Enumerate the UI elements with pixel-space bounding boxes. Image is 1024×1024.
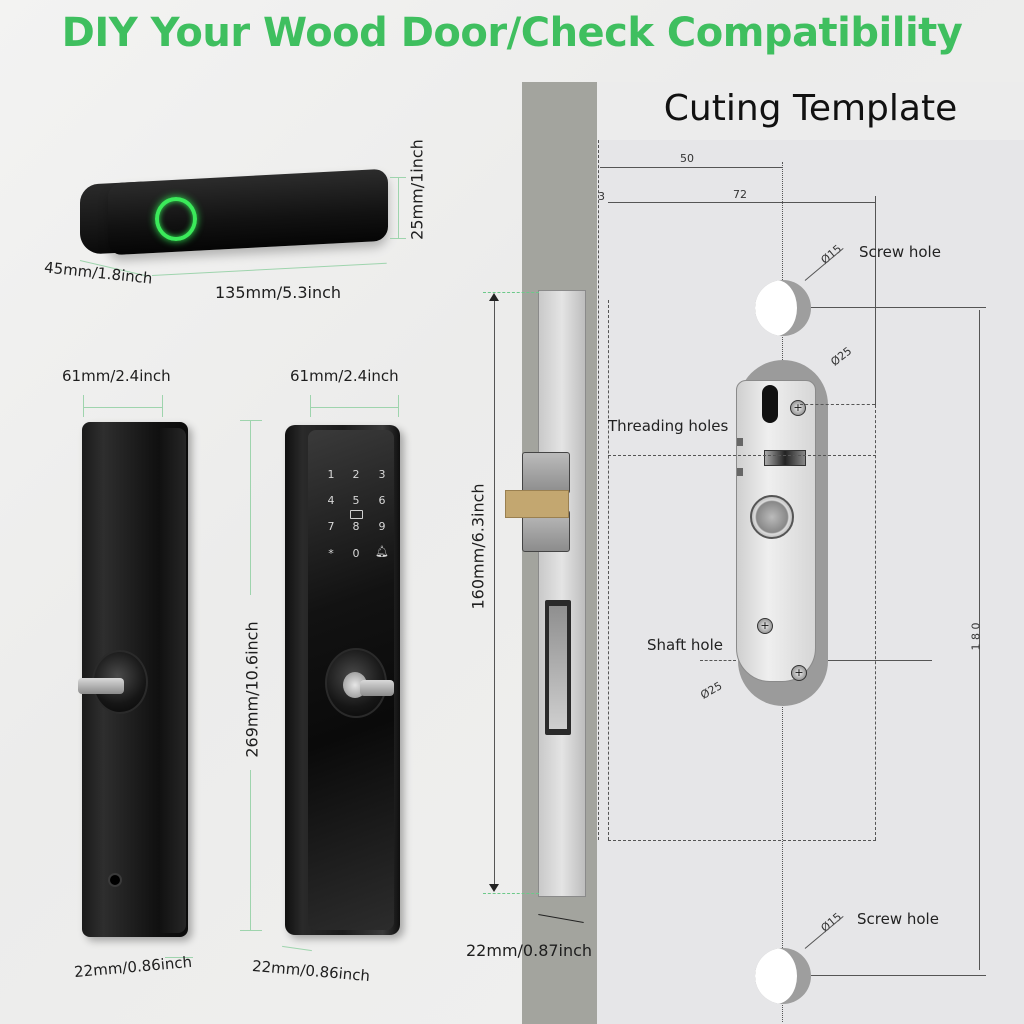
dim-72-extension bbox=[875, 196, 876, 406]
threading-ref-line bbox=[608, 455, 876, 456]
upper-slot bbox=[762, 385, 778, 423]
template-inner-edge bbox=[608, 300, 609, 840]
back-panel-width-label: 61mm/2.4inch bbox=[62, 367, 171, 385]
deadbolt bbox=[549, 606, 567, 729]
dim-50-label: 50 bbox=[680, 152, 694, 165]
mortise-height-label: 160mm/6.3inch bbox=[468, 483, 488, 610]
front-width-dim-line bbox=[310, 407, 398, 408]
dim-3-label: 3 bbox=[598, 190, 605, 203]
back-width-dim-line bbox=[83, 407, 162, 408]
key-8[interactable]: 8 bbox=[352, 520, 360, 533]
dim-tick bbox=[240, 930, 262, 931]
spindle-bar bbox=[360, 680, 394, 696]
dim-72-line bbox=[608, 202, 876, 203]
dim-tick bbox=[310, 395, 311, 417]
screw-icon: + bbox=[790, 400, 806, 416]
handle-height-label: 25mm/1inch bbox=[407, 139, 427, 240]
arrow-up-icon bbox=[489, 293, 499, 301]
screw-icon: + bbox=[757, 618, 773, 634]
key-6[interactable]: 6 bbox=[378, 494, 386, 507]
back-thickness-dim-line bbox=[165, 957, 193, 958]
screw-top-reference-line bbox=[811, 307, 986, 308]
front-thickness-dim-line bbox=[282, 945, 312, 952]
screw-bottom-reference-line bbox=[811, 975, 986, 976]
screw-hole-bottom bbox=[755, 948, 811, 1004]
screw-hole-bottom-label: Screw hole bbox=[857, 910, 939, 928]
page-title: DIY Your Wood Door/Check Compatibility bbox=[61, 10, 963, 56]
handle-depth-label: 45mm/1.8inch bbox=[43, 258, 154, 288]
threading-hole bbox=[737, 438, 743, 446]
key-1[interactable]: 1 bbox=[327, 468, 335, 481]
dim-tick bbox=[240, 420, 262, 421]
mortise-width-label: 22mm/0.87inch bbox=[466, 941, 593, 960]
key-7[interactable]: 7 bbox=[327, 520, 335, 533]
threading-holes-label: Threading holes bbox=[608, 417, 729, 435]
front-panel-thickness-label: 22mm/0.86inch bbox=[251, 956, 371, 986]
back-panel-side bbox=[160, 428, 186, 933]
key-9[interactable]: 9 bbox=[378, 520, 386, 533]
panel-height-dim-line-top bbox=[250, 420, 251, 595]
dim-tick bbox=[390, 177, 406, 178]
screw-hole-top-label: Screw hole bbox=[859, 243, 941, 261]
screw-hole-top bbox=[755, 280, 811, 336]
handle-length-label: 135mm/5.3inch bbox=[215, 283, 342, 302]
shaft-ref-line bbox=[828, 660, 932, 661]
key-4[interactable]: 4 bbox=[327, 494, 335, 507]
key-5[interactable]: 5 bbox=[352, 494, 360, 507]
screw-icon: + bbox=[791, 665, 807, 681]
dim-tick bbox=[483, 893, 539, 894]
template-edge-line bbox=[598, 140, 599, 840]
doorbell-icon[interactable]: 🔔︎ bbox=[375, 545, 389, 558]
mortise-faceplate bbox=[538, 290, 586, 897]
dash-ref bbox=[800, 404, 875, 405]
dim-180-label: 1 8 0 bbox=[969, 622, 983, 651]
height-dimension-line bbox=[398, 177, 399, 239]
panel-height-dim-line-bottom bbox=[250, 770, 251, 930]
dim-180-line bbox=[979, 310, 980, 970]
thumb-turn bbox=[78, 678, 124, 694]
dim-72-label: 72 bbox=[733, 188, 747, 201]
shaft-ref-dash bbox=[700, 660, 736, 661]
dim-tick bbox=[398, 395, 399, 417]
template-right-edge bbox=[875, 400, 876, 840]
latch-housing-upper bbox=[522, 452, 570, 494]
key-0[interactable]: 0 bbox=[352, 547, 360, 560]
key-star[interactable]: * bbox=[328, 547, 334, 560]
panel-height-label: 269mm/10.6inch bbox=[242, 621, 262, 758]
template-bottom-edge bbox=[608, 840, 876, 841]
shaft-hole bbox=[750, 495, 794, 539]
front-panel-width-label: 61mm/2.4inch bbox=[290, 367, 399, 385]
shaft-hole-label: Shaft hole bbox=[647, 636, 723, 654]
dim-50-line bbox=[600, 167, 782, 168]
length-dimension-line bbox=[151, 262, 387, 276]
key-3[interactable]: 3 bbox=[378, 468, 386, 481]
latch-tongue bbox=[505, 490, 569, 518]
reset-hole-icon bbox=[108, 873, 122, 887]
arrow-down-icon bbox=[489, 884, 499, 892]
handle-bar bbox=[108, 168, 388, 256]
back-panel-thickness-label: 22mm/0.86inch bbox=[73, 952, 193, 982]
fingerprint-sensor-icon bbox=[155, 197, 197, 241]
dim-tick bbox=[390, 238, 406, 239]
mortise-height-dim-line bbox=[494, 296, 495, 888]
card-reader-icon bbox=[350, 510, 363, 519]
dim-tick bbox=[83, 395, 84, 417]
key-2[interactable]: 2 bbox=[352, 468, 360, 481]
template-title: Cuting Template bbox=[663, 88, 958, 129]
latch-window bbox=[764, 450, 806, 466]
threading-hole bbox=[737, 468, 743, 476]
template-header bbox=[597, 82, 1024, 140]
dim-tick bbox=[483, 292, 539, 293]
dim-tick bbox=[162, 395, 163, 417]
